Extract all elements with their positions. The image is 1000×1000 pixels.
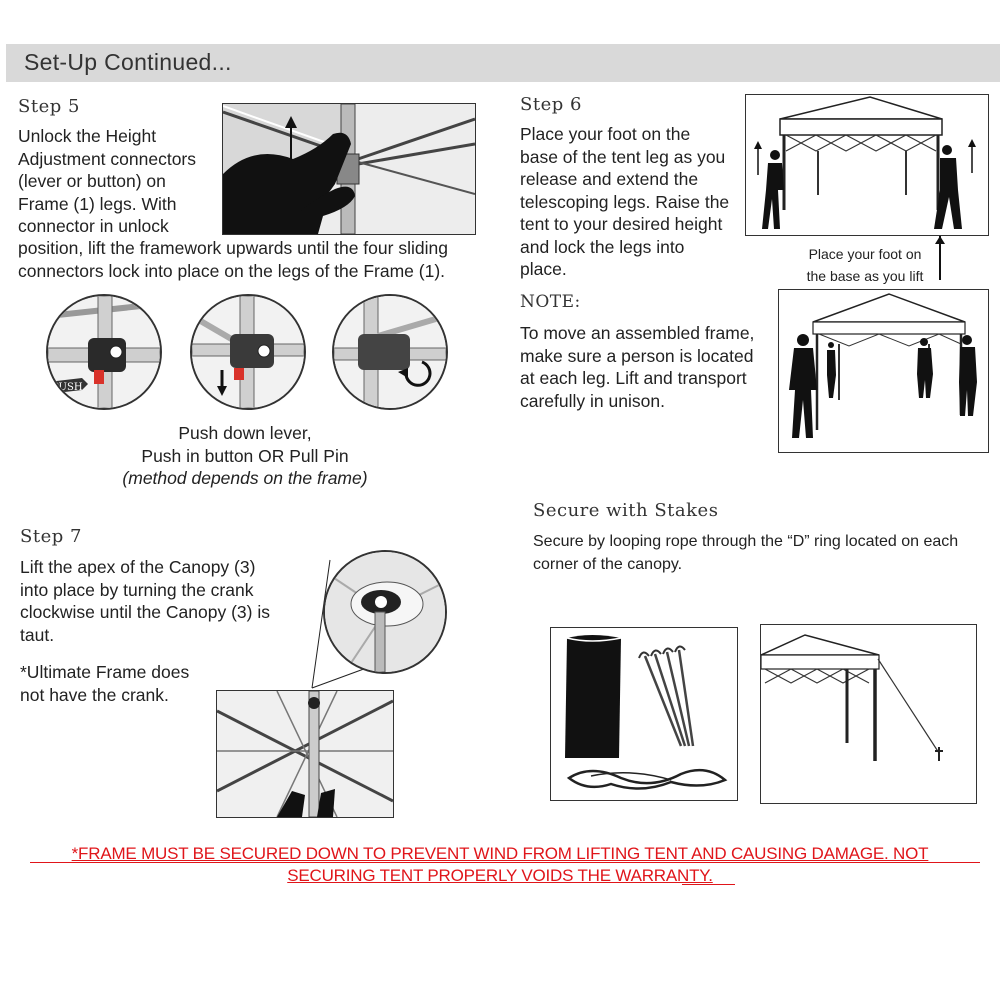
note-title: NOTE: xyxy=(520,292,581,312)
step5-line: Adjustment connectors xyxy=(18,148,223,171)
step6-line: release and extend the xyxy=(520,168,745,191)
crank-detail xyxy=(323,550,447,674)
step6-line: telescoping legs. Raise the xyxy=(520,191,745,214)
note-line: make sure a person is located xyxy=(520,345,775,368)
warning-line2: SECURING TENT PROPERLY VOIDS THE WARRANT… xyxy=(20,865,980,887)
push-label: PUSH xyxy=(52,382,83,393)
caption-line: Push in button OR Pull Pin xyxy=(90,445,400,468)
canopy-crank-illustration xyxy=(216,690,394,818)
note-text: To move an assembled frame, make sure a … xyxy=(520,322,775,412)
note-line: at each leg. Lift and transport xyxy=(520,367,775,390)
connector-button-detail xyxy=(190,294,306,410)
step7-title: Step 7 xyxy=(20,526,82,547)
image-caption-line: Place your foot on xyxy=(790,243,940,265)
caption-line: Push down lever, xyxy=(90,422,400,445)
step5-text-wide: position, lift the framework upwards unt… xyxy=(18,237,488,282)
step5-line: Frame (1) legs. With xyxy=(18,193,223,216)
connector-lever-detail: PUSH xyxy=(46,294,162,410)
stakes-text: Secure by looping rope through the “D” r… xyxy=(533,531,998,576)
step6-text: Place your foot on the base of the tent … xyxy=(520,123,745,281)
step6-image-caption: Place your foot on the base as you lift xyxy=(790,243,940,287)
step6-title: Step 6 xyxy=(520,94,582,115)
image-caption-line: the base as you lift xyxy=(790,265,940,287)
connector-pin-detail xyxy=(332,294,448,410)
caption-note: (method depends on the frame) xyxy=(90,467,400,490)
step5-line: connector in unlock xyxy=(18,215,223,238)
stakes-line: Secure by looping rope through the “D” r… xyxy=(533,531,998,554)
step5-line: (lever or button) on xyxy=(18,170,223,193)
stake-kit-illustration xyxy=(550,627,738,801)
step6-line: Place your foot on the xyxy=(520,123,745,146)
step5-title: Step 5 xyxy=(18,96,80,117)
section-title: Set-Up Continued... xyxy=(24,49,232,76)
warning-text: *FRAME MUST BE SECURED DOWN TO PREVENT W… xyxy=(20,843,980,887)
step5-text: Unlock the Height Adjustment connectors … xyxy=(18,125,223,238)
step6-line: place. xyxy=(520,258,745,281)
staked-tent-illustration xyxy=(760,624,977,804)
step5-lift-illustration xyxy=(222,103,476,235)
step5-line: connectors lock into place on the legs o… xyxy=(18,260,488,283)
step6-line: and lock the legs into xyxy=(520,236,745,259)
step6-raise-illustration xyxy=(745,94,989,236)
note-line: carefully in unison. xyxy=(520,390,775,413)
warning-rule-tail xyxy=(682,884,735,885)
step6-line: base of the tent leg as you xyxy=(520,146,745,169)
note-line: To move an assembled frame, xyxy=(520,322,775,345)
step5-caption: Push down lever, Push in button OR Pull … xyxy=(90,422,400,490)
step6-line: tent to your desired height xyxy=(520,213,745,236)
stakes-title: Secure with Stakes xyxy=(533,500,718,521)
step5-line: position, lift the framework upwards unt… xyxy=(18,237,488,260)
warning-rule xyxy=(30,862,980,863)
step5-line: Unlock the Height xyxy=(18,125,223,148)
carry-tent-illustration xyxy=(778,289,989,453)
stakes-line: corner of the canopy. xyxy=(533,554,998,577)
section-header: Set-Up Continued... xyxy=(6,44,1000,82)
